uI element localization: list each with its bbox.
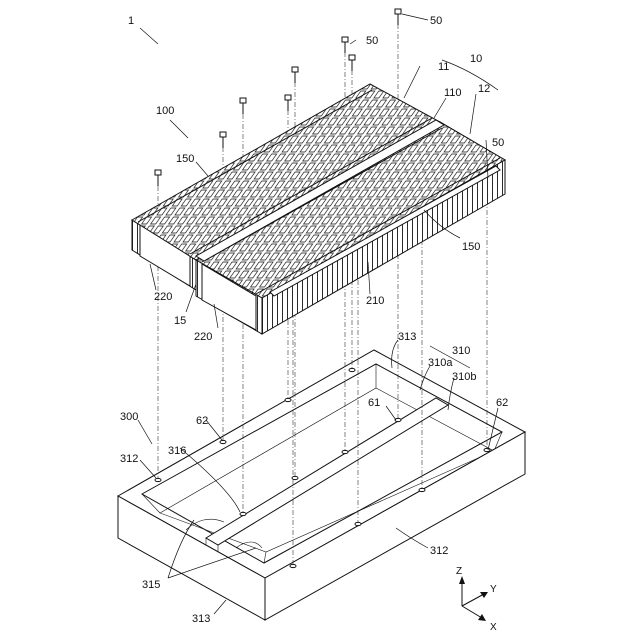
- label-wall-back: 313: [398, 331, 416, 343]
- label-partition-a: 310a: [428, 357, 453, 369]
- label-bus-member: 210: [366, 295, 384, 307]
- axis-z-head: [459, 576, 465, 584]
- axis-x-head: [478, 614, 486, 621]
- bolt: [285, 95, 291, 111]
- label-end-plate-b: 220: [194, 331, 212, 343]
- axis-triad: Z Y X: [456, 566, 497, 633]
- axis-z-label: Z: [456, 566, 462, 577]
- label-stack-a: 11: [438, 61, 449, 73]
- axis-y-label: Y: [490, 584, 497, 595]
- axis-x-arrow: [462, 606, 482, 618]
- label-assembly: 1: [128, 15, 134, 27]
- bolt: [155, 170, 161, 186]
- axis-y-arrow: [462, 594, 484, 606]
- label-groove: 316: [168, 445, 186, 457]
- label-nut-left: 62: [196, 415, 208, 427]
- label-partition: 310: [452, 345, 470, 357]
- label-stack-b: 12: [478, 83, 490, 95]
- label-wall-front: 313: [192, 613, 210, 625]
- label-bottom: 315: [142, 579, 160, 591]
- bolt: [240, 98, 246, 114]
- axis-x-label: X: [490, 622, 497, 633]
- bolt: [220, 132, 226, 148]
- bolt: [349, 55, 355, 71]
- label-partition-b: 310b: [452, 371, 476, 383]
- label-gap: 15: [174, 315, 186, 327]
- label-bolt-a: 50: [430, 15, 442, 27]
- label-side-plate-b: 150: [462, 241, 480, 253]
- bolt: [395, 9, 401, 25]
- label-module: 100: [156, 105, 174, 117]
- label-bolt-b: 50: [366, 35, 378, 47]
- label-plate: 110: [444, 87, 462, 99]
- label-case: 300: [120, 411, 138, 423]
- label-wall-left: 312: [120, 453, 138, 465]
- label-nut-right: 62: [496, 397, 508, 409]
- label-wall-right: 312: [430, 545, 448, 557]
- label-end-plate-a: 220: [154, 291, 172, 303]
- label-nut-mid: 61: [368, 397, 380, 409]
- bolt: [342, 37, 348, 53]
- label-bolt-c: 50: [492, 137, 504, 149]
- label-side-plate-a: 150: [176, 153, 194, 165]
- bolt: [292, 67, 298, 83]
- label-module-stack: 10: [470, 53, 482, 65]
- case: [118, 350, 525, 620]
